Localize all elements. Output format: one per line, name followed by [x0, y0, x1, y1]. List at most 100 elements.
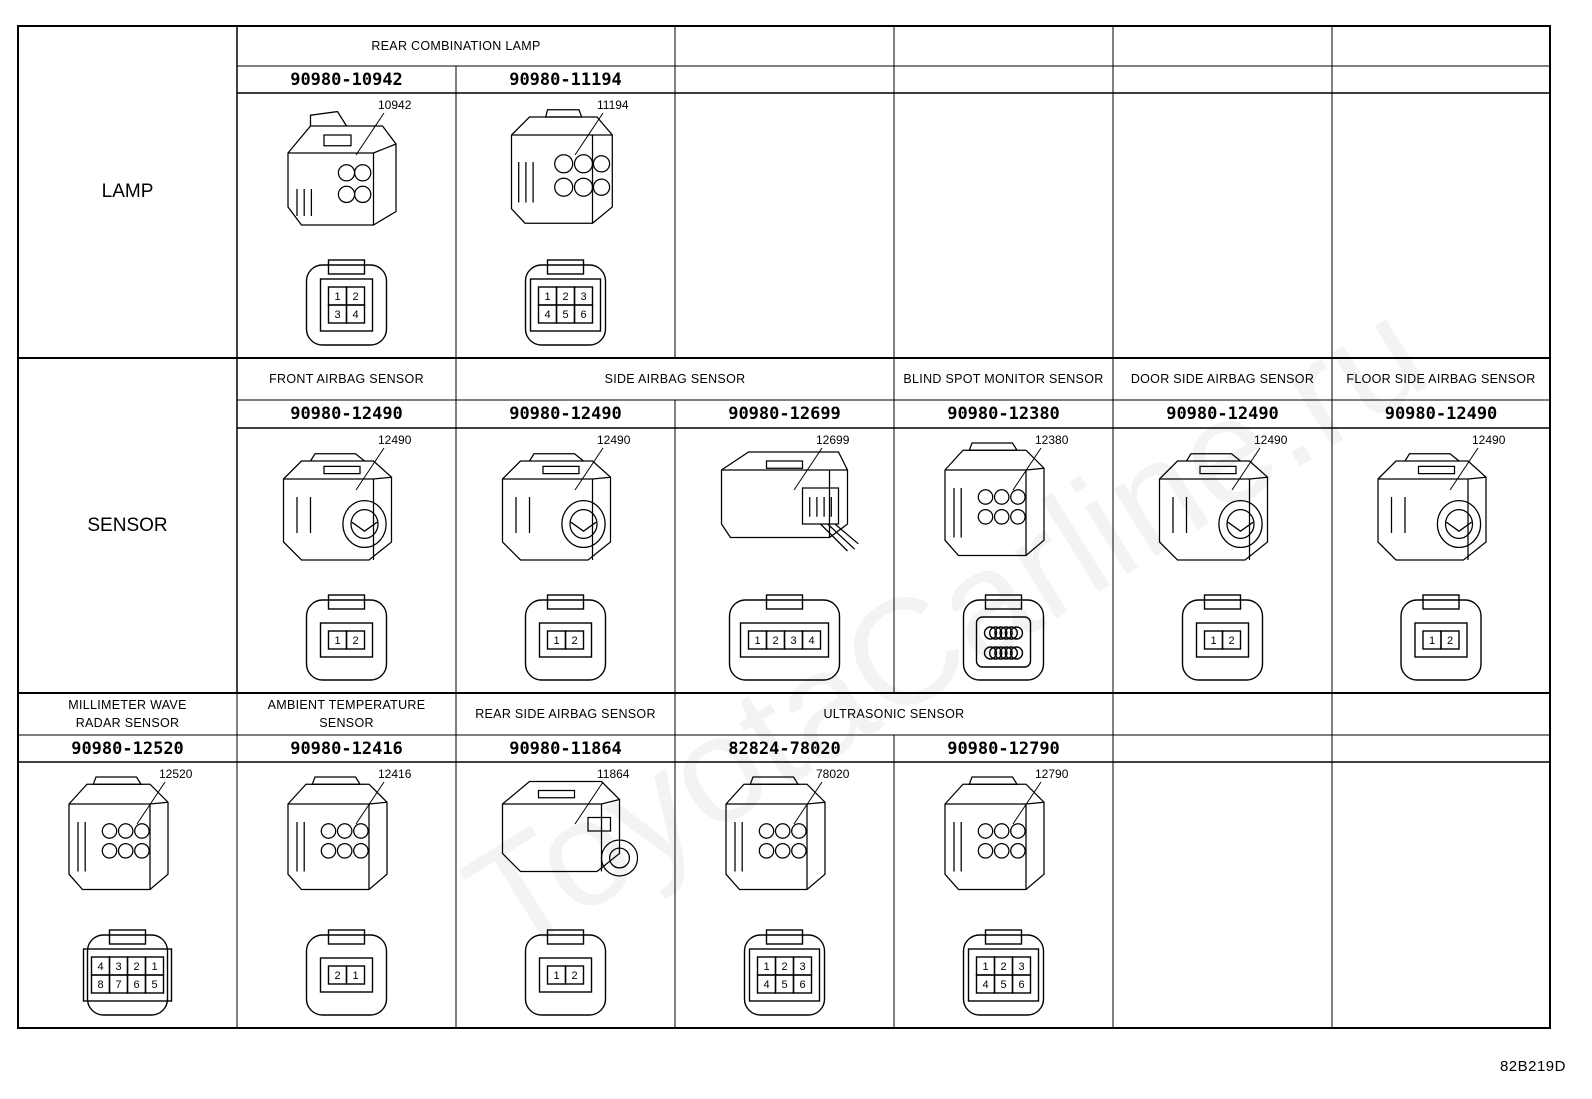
- part-number: [894, 66, 1113, 93]
- pin-number: 4: [97, 961, 103, 973]
- callout-label: 78020: [816, 767, 850, 781]
- connector-body-icon: [1158, 453, 1269, 561]
- pin-number: 2: [562, 291, 568, 303]
- blind-spot-monitor-connector-12pin-drawing: 12380: [944, 433, 1069, 681]
- pin-number: 1: [151, 961, 157, 973]
- pin-number: 1: [334, 635, 340, 647]
- pin-number: 6: [133, 979, 139, 991]
- pin-number: 1: [544, 291, 550, 303]
- connector-body-icon: [68, 776, 169, 891]
- part-number: 90980-10942: [290, 69, 403, 90]
- part-number: 90980-12520: [71, 738, 184, 759]
- section-title: FLOOR SIDE AIRBAG SENSOR: [1346, 372, 1536, 386]
- part-number: [1113, 735, 1332, 762]
- pin-number: 1: [352, 970, 358, 982]
- part-number: 90980-12490: [509, 404, 622, 424]
- pin-number: 3: [1018, 961, 1024, 973]
- pin-number: 3: [580, 291, 586, 303]
- section-title: [1113, 26, 1332, 66]
- pin-number: 2: [1000, 961, 1006, 973]
- pin-number: 1: [553, 970, 559, 982]
- pin-number: 7: [115, 979, 121, 991]
- section-title: [1113, 693, 1332, 735]
- pin-number: 4: [808, 635, 814, 647]
- section-title: [675, 26, 894, 66]
- section-title: [1332, 26, 1550, 66]
- section-title: BLIND SPOT MONITOR SENSOR: [903, 372, 1104, 386]
- callout-label: 12699: [816, 433, 850, 447]
- part-number: 90980-11194: [509, 69, 622, 90]
- pin-number: 6: [1018, 979, 1024, 991]
- connector-body-icon: [944, 776, 1045, 891]
- part-number: 90980-12490: [1166, 404, 1279, 424]
- pin-number: 1: [1429, 635, 1435, 647]
- pin-number: 1: [763, 961, 769, 973]
- row-label-sensor: SENSOR: [87, 514, 168, 536]
- part-number: [1332, 735, 1550, 762]
- pin-number: 6: [580, 309, 586, 321]
- pin-number: 5: [562, 309, 568, 321]
- section-title: AMBIENT TEMPERATURE SENSOR: [267, 698, 426, 730]
- section-title: DOOR SIDE AIRBAG SENSOR: [1130, 372, 1315, 386]
- section-title: REAR SIDE AIRBAG SENSOR: [475, 707, 656, 721]
- connector-body-icon: [501, 453, 612, 561]
- connector-body-icon: [282, 453, 393, 561]
- pin-number: 2: [352, 635, 358, 647]
- part-number: 90980-12490: [1384, 404, 1498, 424]
- part-number: [675, 66, 894, 93]
- pin-number: 5: [151, 979, 157, 991]
- pin-number: 2: [571, 970, 577, 982]
- connector-body-icon: [944, 442, 1045, 557]
- pin-number: 3: [799, 961, 805, 973]
- pin-number: 2: [772, 635, 778, 647]
- part-number: 82824-78020: [728, 738, 841, 759]
- callout-label: 11194: [597, 98, 629, 112]
- callout-label: 12520: [159, 767, 193, 781]
- part-number: 90980-12790: [947, 738, 1060, 759]
- pin-number: 4: [763, 979, 769, 991]
- section-title: [1332, 693, 1550, 735]
- pin-number: 4: [982, 979, 988, 991]
- connector-body-icon: [501, 780, 639, 877]
- part-number: 90980-12490: [290, 404, 403, 424]
- callout-label: 12790: [1035, 767, 1069, 781]
- pin-number: 2: [1447, 635, 1453, 647]
- callout-label: 10942: [378, 98, 412, 112]
- callout-label: 12490: [1472, 433, 1506, 447]
- callout-label: 12380: [1035, 433, 1069, 447]
- callout-label: 12490: [378, 433, 412, 447]
- pin-number: 3: [334, 309, 340, 321]
- pin-number: 4: [544, 309, 550, 321]
- pin-number: 8: [97, 979, 103, 991]
- connector-body-icon: [287, 776, 388, 891]
- section-title: SIDE AIRBAG SENSOR: [604, 372, 746, 386]
- connector-body-icon: [287, 110, 397, 226]
- section-title: MILLIMETER WAVE RADAR SENSOR: [68, 698, 187, 730]
- pin-number: 2: [133, 961, 139, 973]
- diagram-code: 82B219D: [1499, 1058, 1566, 1075]
- pin-number: 1: [334, 291, 340, 303]
- pin-number: 3: [115, 961, 121, 973]
- part-number: 90980-12699: [728, 404, 841, 424]
- section-title: REAR COMBINATION LAMP: [371, 39, 541, 53]
- callout-label: 12490: [1254, 433, 1288, 447]
- section-title: [894, 26, 1113, 66]
